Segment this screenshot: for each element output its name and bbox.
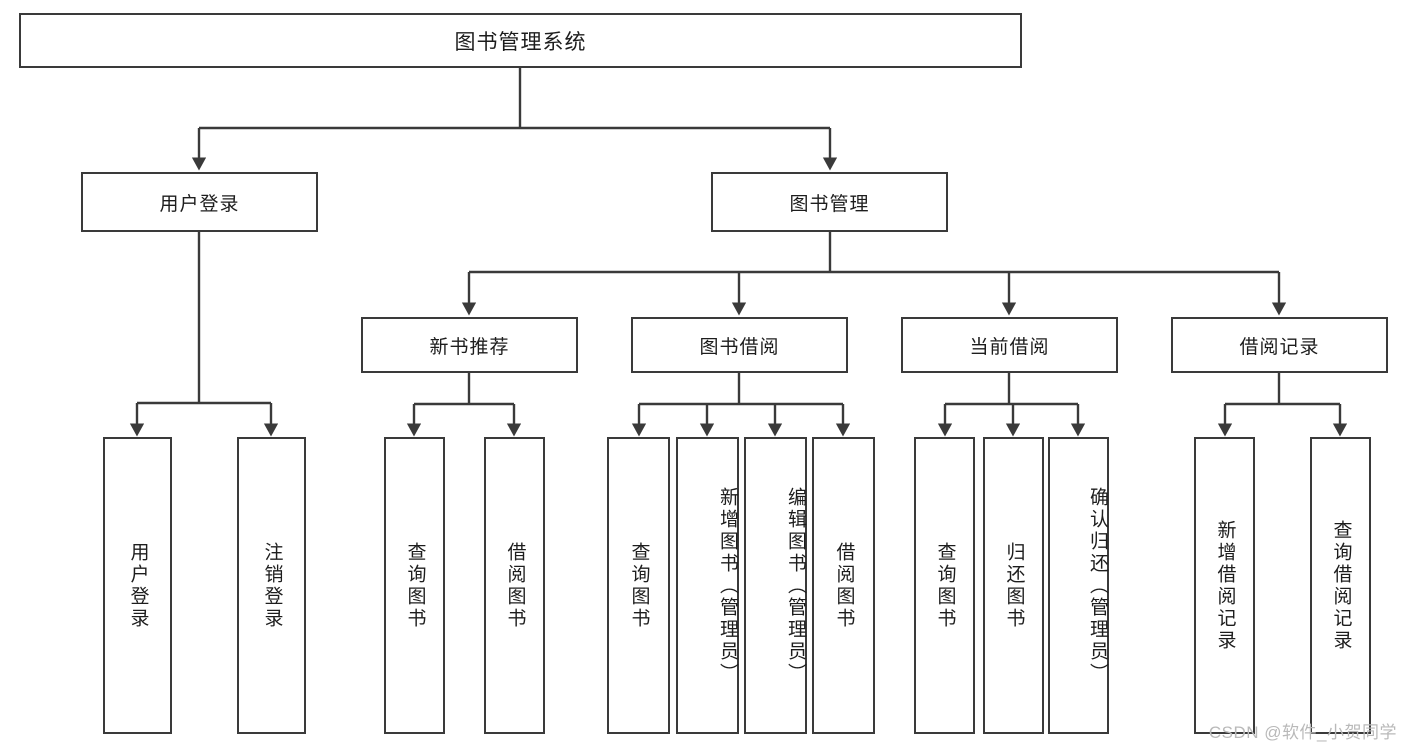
node-label: 用户登录 bbox=[159, 193, 240, 215]
node-label: 用户登录 bbox=[127, 541, 149, 630]
node-book-borrow[interactable]: 图书借阅 bbox=[631, 317, 848, 373]
node-label: 查询借阅记录 bbox=[1330, 519, 1352, 652]
node-new-book-recommend[interactable]: 新书推荐 bbox=[361, 317, 578, 373]
node-label: 借阅图书 bbox=[504, 541, 526, 630]
node-label: 图书借阅 bbox=[699, 336, 780, 358]
node-label: 当前借阅 bbox=[969, 336, 1050, 358]
node-label: 图书管理 bbox=[789, 193, 870, 215]
node-label: 查询图书 bbox=[934, 541, 956, 630]
leaf-confirm-return-admin[interactable]: 确认归还（管理员） bbox=[1048, 437, 1109, 734]
leaf-user-login[interactable]: 用户登录 bbox=[103, 437, 172, 734]
node-label: 新增图书（管理员） bbox=[717, 486, 738, 685]
node-book-management[interactable]: 图书管理 bbox=[711, 172, 948, 232]
leaf-query-book-recommend[interactable]: 查询图书 bbox=[384, 437, 445, 734]
node-label: 查询图书 bbox=[404, 541, 426, 630]
node-label: 编辑图书（管理员） bbox=[785, 486, 806, 685]
node-root-book-management-system[interactable]: 图书管理系统 bbox=[19, 13, 1022, 68]
node-label: 新增借阅记录 bbox=[1214, 519, 1236, 652]
node-label: 借阅图书 bbox=[833, 541, 855, 630]
node-label: 归还图书 bbox=[1003, 541, 1025, 630]
node-label: 图书管理系统 bbox=[454, 30, 587, 54]
leaf-query-borrow-record[interactable]: 查询借阅记录 bbox=[1310, 437, 1371, 734]
leaf-logout-login[interactable]: 注销登录 bbox=[237, 437, 306, 734]
node-label: 新书推荐 bbox=[429, 336, 510, 358]
leaf-query-book-borrow[interactable]: 查询图书 bbox=[607, 437, 670, 734]
leaf-borrow-book[interactable]: 借阅图书 bbox=[812, 437, 875, 734]
node-borrow-record[interactable]: 借阅记录 bbox=[1171, 317, 1388, 373]
node-label: 确认归还（管理员） bbox=[1087, 486, 1108, 685]
leaf-query-book-current[interactable]: 查询图书 bbox=[914, 437, 975, 734]
csdn-watermark: CSDN @软件_小贺同学 bbox=[1208, 723, 1397, 742]
leaf-add-book-admin[interactable]: 新增图书（管理员） bbox=[676, 437, 739, 734]
leaf-borrow-book-recommend[interactable]: 借阅图书 bbox=[484, 437, 545, 734]
leaf-return-book[interactable]: 归还图书 bbox=[983, 437, 1044, 734]
node-label: 注销登录 bbox=[261, 541, 283, 630]
node-user-login[interactable]: 用户登录 bbox=[81, 172, 318, 232]
node-label: 查询图书 bbox=[628, 541, 650, 630]
node-current-borrow[interactable]: 当前借阅 bbox=[901, 317, 1118, 373]
leaf-edit-book-admin[interactable]: 编辑图书（管理员） bbox=[744, 437, 807, 734]
leaf-add-borrow-record[interactable]: 新增借阅记录 bbox=[1194, 437, 1255, 734]
node-label: 借阅记录 bbox=[1239, 336, 1320, 358]
